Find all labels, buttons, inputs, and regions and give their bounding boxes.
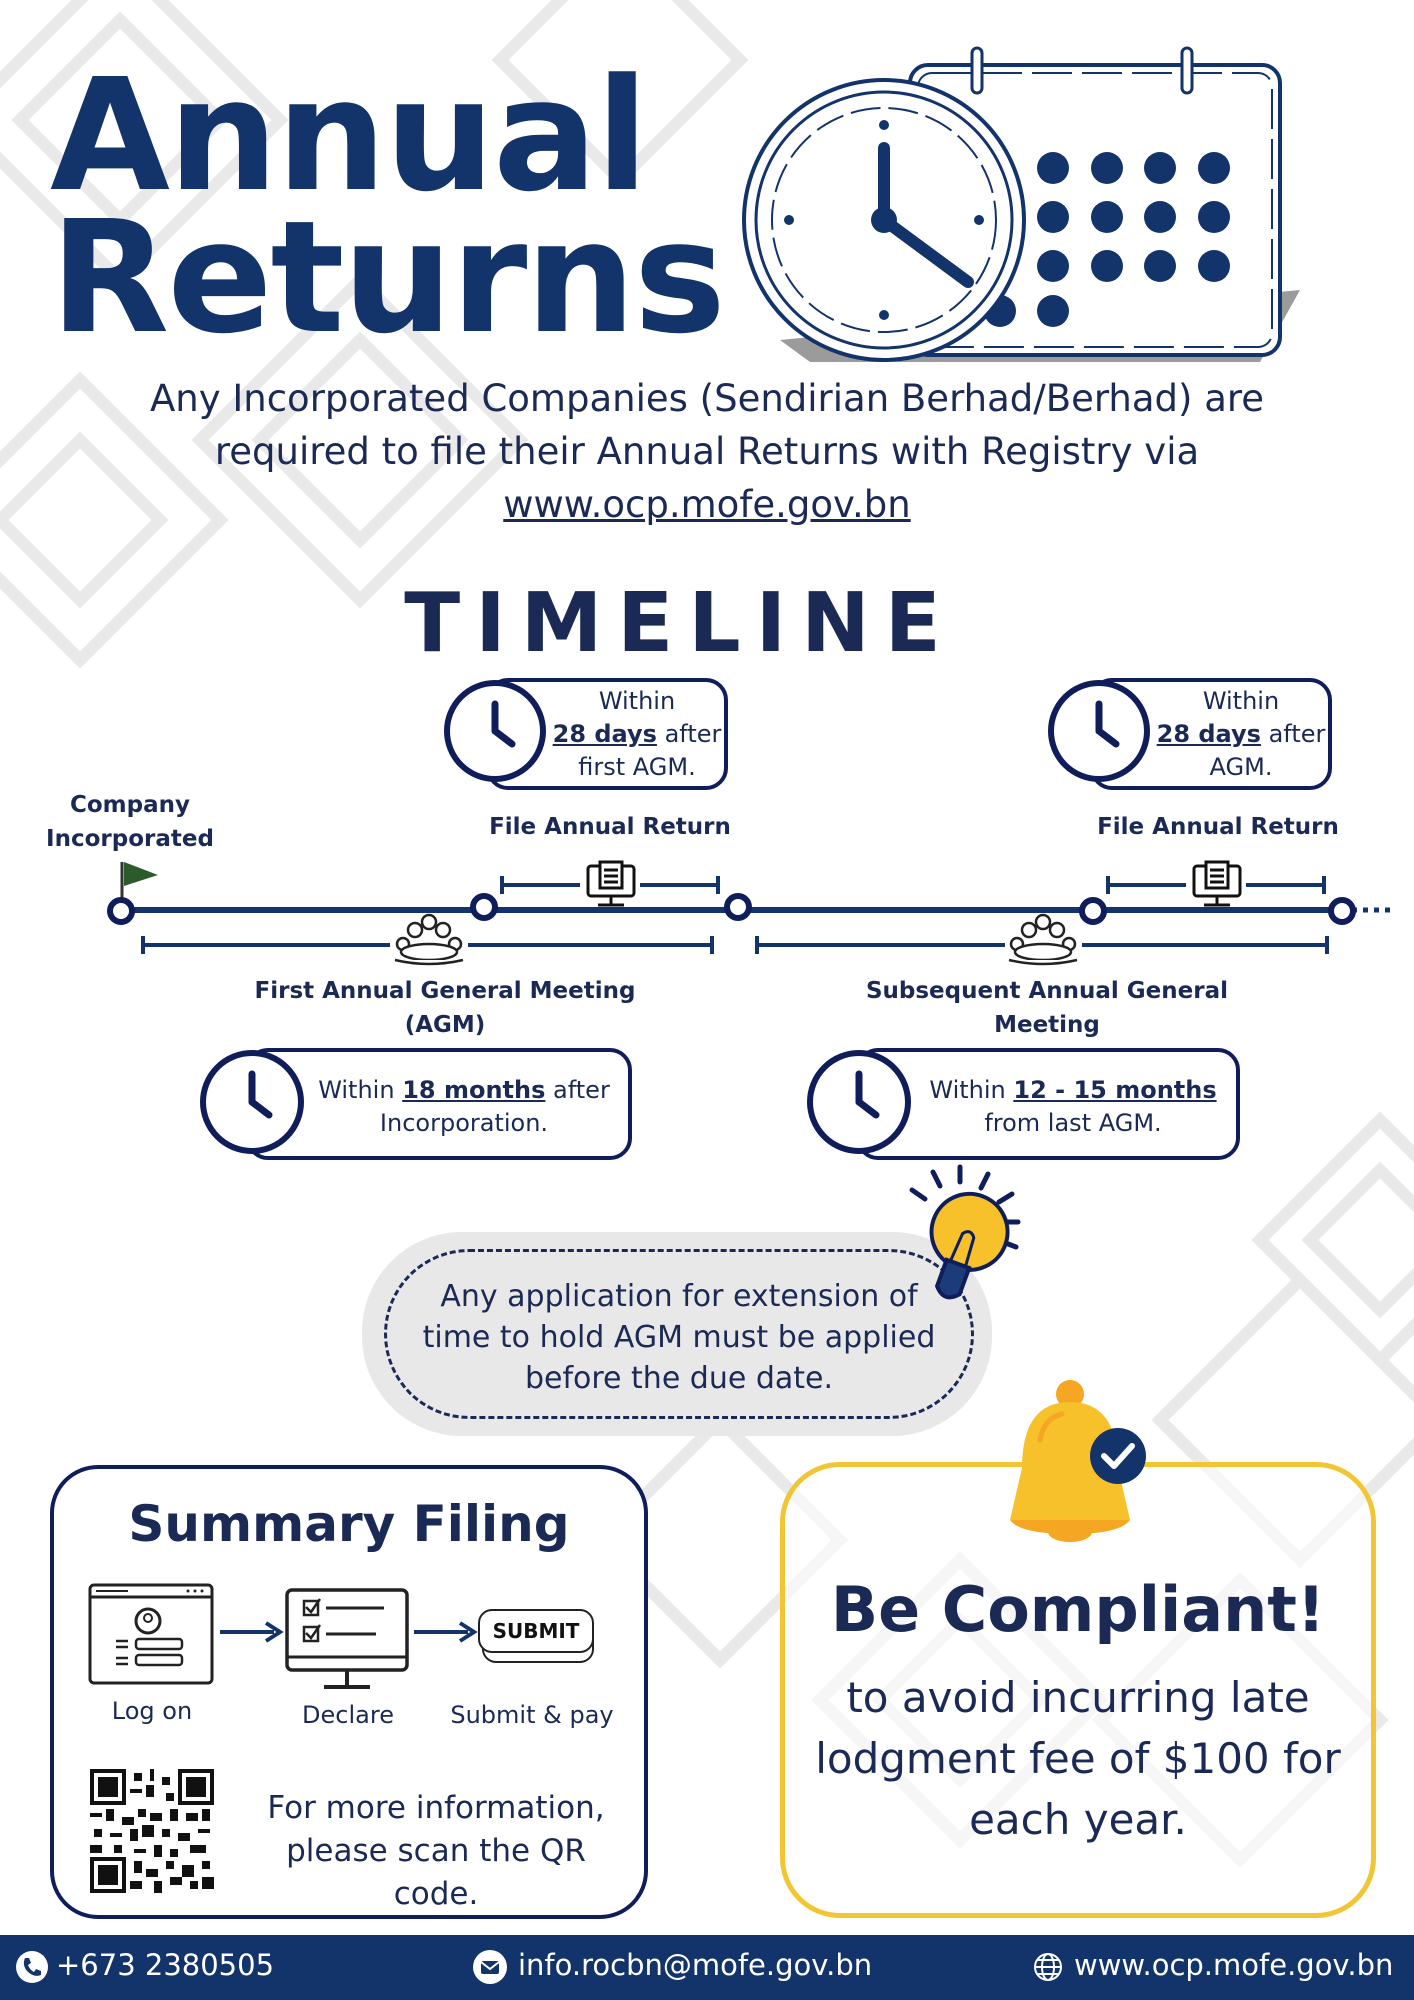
box-text: after <box>1268 720 1326 748</box>
qr-info-line-1: For more information, <box>267 1790 605 1826</box>
bell-check-icon <box>1010 1380 1146 1542</box>
submit-label: SUBMIT <box>478 1609 594 1653</box>
computer-document-icon <box>586 860 636 907</box>
box-text: Within <box>318 1076 395 1104</box>
compliant-text: to avoid incurring late lodgment fee of … <box>785 1667 1371 1850</box>
compliant-line-3: each year. <box>969 1795 1187 1844</box>
footer-email[interactable]: info.rocbn@mofe.gov.bn <box>518 1948 873 1982</box>
login-form-icon <box>88 1583 214 1685</box>
registry-link[interactable]: www.ocp.mofe.gov.bn <box>503 483 911 526</box>
arrow-icon <box>414 1621 478 1643</box>
file-annual-return-label-1: File Annual Return <box>489 814 731 840</box>
step-log-on: Log on <box>111 1697 193 1725</box>
box-bold: 28 days <box>1156 720 1261 748</box>
box-bold: 12 - 15 months <box>1013 1076 1217 1104</box>
qr-info-text: For more information, please scan the QR… <box>240 1787 632 1916</box>
timeline-heading: TIMELINE <box>404 576 956 671</box>
tip-line-3: before the due date. <box>524 1361 834 1396</box>
footer-phone[interactable]: +673 2380505 <box>56 1948 275 1982</box>
box-text: Within <box>929 1076 1006 1104</box>
globe-icon <box>1034 1953 1062 1981</box>
intro-line-2: required to file their Annual Returns wi… <box>214 430 1200 473</box>
lightbulb-icon <box>909 1164 1021 1300</box>
file-annual-return-label-2: File Annual Return <box>1097 814 1339 840</box>
clock-icon <box>200 1050 304 1154</box>
clock-icon <box>444 680 546 782</box>
qr-code[interactable] <box>90 1769 214 1893</box>
title-line-1: Annual <box>50 45 649 226</box>
tip-line-1: Any application for extension of <box>440 1279 918 1314</box>
box-text: AGM. <box>1209 753 1273 781</box>
box-text: after <box>664 720 722 748</box>
meeting-icon <box>1008 913 1078 966</box>
footer: +673 2380505 info.rocbn@mofe.gov.bn www.… <box>0 1935 1414 2000</box>
compliant-title: Be Compliant! <box>830 1573 1326 1646</box>
bottom-duration-box-2: Within 12 - 15 months from last AGM. <box>856 1048 1240 1160</box>
phone-icon <box>16 1951 48 1983</box>
footer-website[interactable]: www.ocp.mofe.gov.bn <box>1074 1948 1394 1982</box>
step-submit-pay: Submit & pay <box>450 1701 614 1729</box>
step-declare: Declare <box>302 1701 394 1729</box>
timeline-axis <box>107 860 1395 966</box>
subsequent-agm-label: Subsequent Annual General Meeting <box>865 978 1229 1038</box>
top-duration-box-1: Within 28 days after first AGM. <box>486 678 728 790</box>
summary-title: Summary Filing <box>128 1495 570 1553</box>
submit-button-icon: SUBMIT <box>478 1609 598 1667</box>
computer-document-icon <box>1192 860 1242 907</box>
clock-calendar-icon <box>742 46 1300 362</box>
box-bold: 28 days <box>552 720 657 748</box>
box-text: after <box>553 1076 610 1104</box>
tip-line-2: time to hold AGM must be applied <box>422 1320 936 1355</box>
qr-info-line-2: please scan the QR code. <box>286 1833 586 1912</box>
compliant-line-1: to avoid incurring late <box>846 1673 1310 1722</box>
box-text: Within <box>1202 687 1280 715</box>
checklist-monitor-icon <box>285 1588 409 1689</box>
arrow-icon <box>220 1621 284 1643</box>
box-bold: 18 months <box>402 1076 546 1104</box>
clock-icon <box>807 1050 911 1154</box>
box-text: first AGM. <box>578 753 696 781</box>
title-line-2: Returns <box>50 187 726 368</box>
box-text: from last AGM. <box>984 1109 1162 1137</box>
box-text: Within <box>598 687 676 715</box>
clock-icon <box>1048 680 1150 782</box>
intro-line-1: Any Incorporated Companies (Sendirian Be… <box>149 377 1265 420</box>
summary-filing-card: Summary Filing SUBMIT Log on Declare Sub… <box>50 1465 648 1919</box>
company-incorporated-label: Company Incorporated <box>46 792 214 852</box>
intro-text: Any Incorporated Companies (Sendirian Be… <box>40 372 1374 531</box>
bottom-duration-box-1: Within 18 months after Incorporation. <box>246 1048 632 1160</box>
compliant-line-2: lodgment fee of $100 for <box>815 1734 1341 1783</box>
box-text: Incorporation. <box>379 1109 549 1137</box>
meeting-icon <box>394 913 464 966</box>
first-agm-label: First Annual General Meeting (AGM) <box>254 978 636 1038</box>
be-compliant-card: Be Compliant! to avoid incurring late lo… <box>780 1462 1376 1918</box>
email-icon <box>473 1950 507 1984</box>
tip-bubble: Any application for extension of time to… <box>384 1249 974 1419</box>
